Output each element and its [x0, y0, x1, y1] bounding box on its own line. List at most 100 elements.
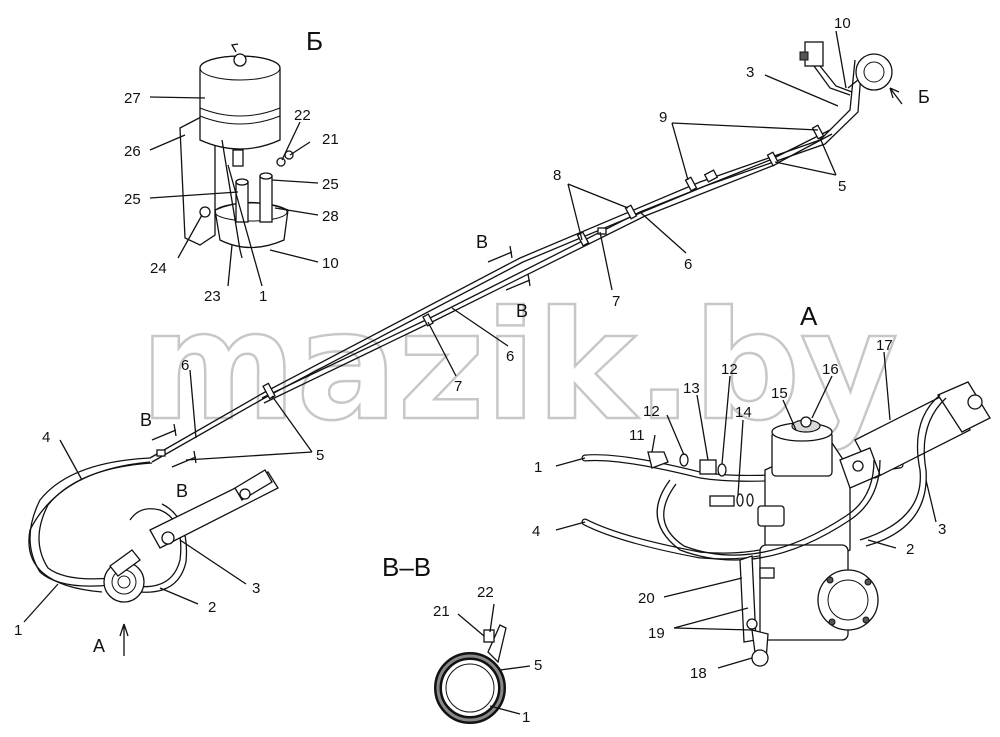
clamp-5-top-b: [811, 124, 825, 140]
section-bracket-5: [487, 624, 507, 664]
callout-1-section: 1: [522, 709, 530, 726]
callout-1-top: 1: [259, 288, 267, 305]
reservoir-assembly: [179, 43, 294, 259]
callout-13: 13: [683, 380, 700, 397]
callout-7-mid: 7: [612, 293, 620, 310]
arrow-a: [119, 623, 129, 656]
pump-fitting: [109, 549, 141, 577]
washer-12b: [717, 463, 727, 477]
callouts-view-b: [149, 96, 319, 287]
watermark: mazik.by: [140, 280, 898, 454]
callout-10-top: 10: [322, 255, 339, 272]
pressure-gauge-assembly: [799, 41, 893, 96]
arrow-b-label: Б: [918, 87, 930, 107]
callouts-left-pump: [23, 539, 247, 623]
arrow-a-label: А: [93, 636, 105, 656]
callout-19: 19: [648, 625, 665, 642]
callout-20: 20: [638, 590, 655, 607]
seal-15: [746, 493, 754, 507]
filler-cap: [233, 53, 247, 67]
pump-left-assembly: [28, 457, 279, 603]
bolt-arm: [161, 531, 175, 545]
callout-7-low: 7: [454, 378, 462, 395]
callout-3-left: 3: [252, 580, 260, 597]
callout-22-top: 22: [294, 107, 311, 124]
callout-5-left: 5: [316, 447, 324, 464]
section-mark-v-3: В: [140, 410, 152, 430]
sector-cover: [817, 569, 879, 631]
callouts-view-a: [555, 351, 937, 669]
callout-12-a: 12: [643, 403, 660, 420]
callout-11: 11: [629, 427, 645, 444]
section-bolt-22: [483, 629, 495, 643]
section-vv-clamp: [434, 603, 531, 724]
clip-7-upper: [597, 227, 607, 235]
callout-9: 9: [659, 109, 667, 126]
callout-21-section: 21: [433, 603, 450, 620]
callout-3-a: 3: [938, 521, 946, 538]
clip-left: [156, 449, 166, 457]
clamp-7-mid: [422, 313, 434, 327]
banjo-bolt-11: [647, 451, 669, 469]
callout-1-left: 1: [14, 622, 22, 639]
bolt-19: [746, 618, 758, 630]
callout-25-right: 25: [322, 176, 339, 193]
section-vv-title: В–В: [382, 552, 431, 582]
callout-26: 26: [124, 143, 141, 160]
bolt-24: [199, 206, 211, 218]
washer-22: [276, 157, 286, 167]
callout-2-left: 2: [208, 599, 216, 616]
washer-12a: [679, 453, 689, 467]
view-a-title: А: [800, 301, 818, 331]
callout-6-left: 6: [181, 357, 189, 374]
callout-18: 18: [690, 665, 707, 682]
clamp-8a: [576, 231, 590, 247]
steering-gear-assembly: [581, 381, 991, 667]
section-marks: [151, 245, 531, 468]
callout-8: 8: [553, 167, 561, 184]
callout-24: 24: [150, 260, 167, 277]
pipe-fitting-right: [259, 175, 273, 223]
arrow-b: [889, 87, 903, 105]
callout-12-b: 12: [721, 361, 738, 378]
callout-4-left: 4: [42, 429, 50, 446]
callout-25-left: 25: [124, 191, 141, 208]
union-13: [699, 459, 717, 475]
callout-15: 15: [771, 385, 788, 402]
callout-3-top: 3: [746, 64, 754, 81]
reservoir-outlet: [232, 149, 244, 167]
callout-28: 28: [322, 208, 339, 225]
callout-22-section: 22: [477, 584, 494, 601]
callout-5-top: 5: [838, 178, 846, 195]
callout-6-low: 6: [506, 348, 514, 365]
inlet-fitting: [757, 505, 785, 527]
callout-17: 17: [876, 337, 893, 354]
callout-23: 23: [204, 288, 221, 305]
callout-4-a: 4: [532, 523, 540, 540]
hose-3-right: [859, 394, 941, 541]
clamp-8b: [624, 204, 638, 220]
view-b-title: Б: [306, 26, 323, 56]
section-mark-v-2: В: [516, 301, 528, 321]
connector-9: [703, 169, 719, 183]
fitting-14: [709, 495, 735, 507]
section-mark-v-4: В: [176, 481, 188, 501]
callout-2-a: 2: [906, 541, 914, 558]
callout-14: 14: [735, 404, 752, 421]
callout-10-right: 10: [834, 15, 851, 32]
callout-1-a: 1: [534, 459, 542, 476]
cylinder-end: [937, 381, 991, 433]
reservoir-body: [199, 68, 281, 150]
section-mark-v-1: В: [476, 232, 488, 252]
callout-5-section: 5: [534, 657, 542, 674]
callout-21-top: 21: [322, 131, 339, 148]
callout-16: 16: [822, 361, 839, 378]
hose-2-right: [656, 459, 881, 561]
callouts-pipeline: [59, 30, 847, 481]
callout-27: 27: [124, 90, 141, 107]
bolt-20: [759, 567, 775, 579]
hose-4-left: [29, 457, 151, 587]
pipe-line-upper: [149, 59, 856, 459]
